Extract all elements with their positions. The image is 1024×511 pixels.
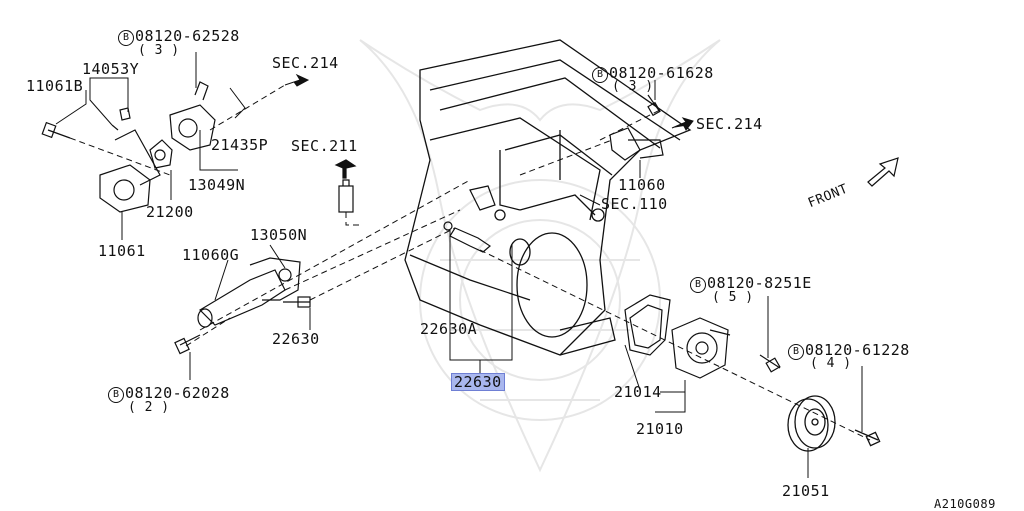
label-11061B: 11061B	[26, 77, 84, 95]
label-21435P: 21435P	[211, 136, 269, 154]
sec214b-arrow	[671, 117, 694, 131]
outlet-11060	[609, 94, 664, 161]
thermostat-housing	[41, 81, 216, 213]
label-11060G: 11060G	[182, 246, 240, 264]
quantity-label: ( 3 )	[138, 43, 180, 58]
part-number: 08120-61228	[805, 341, 910, 359]
water-pump	[624, 294, 781, 379]
part-number: 08120-8251E	[707, 274, 812, 292]
label-14053Y: 14053Y	[82, 60, 140, 78]
bolt-symbol-icon: B	[118, 30, 134, 46]
diagram-code: A210G089	[934, 497, 996, 511]
front-arrow	[867, 157, 899, 187]
label-22630-highlighted[interactable]: 22630	[451, 373, 505, 391]
label-11061: 11061	[98, 242, 146, 260]
label-sec110: SEC.110	[601, 195, 668, 213]
bolt-symbol-icon: B	[690, 277, 706, 293]
bolt-symbol-icon: B	[788, 344, 804, 360]
label-sec214-top: SEC.214	[272, 54, 339, 72]
quantity-label: ( 5 )	[712, 290, 754, 305]
quantity-label: ( 4 )	[810, 356, 852, 371]
label-22630A: 22630A	[420, 320, 478, 338]
sec214a-arrow	[284, 73, 310, 87]
label-21051: 21051	[782, 482, 830, 500]
label-sec211: SEC.211	[291, 137, 358, 155]
label-13049N: 13049N	[188, 176, 246, 194]
leader-lines	[55, 52, 863, 478]
quantity-label: ( 2 )	[128, 400, 170, 415]
assembly-lines	[69, 84, 871, 441]
part-number: 08120-61628	[609, 64, 714, 82]
label-22630-left: 22630	[272, 330, 320, 348]
label-21010: 21010	[636, 420, 684, 438]
label-sec214-right: SEC.214	[696, 115, 763, 133]
quantity-label: ( 3 )	[612, 79, 654, 94]
label-11060: 11060	[618, 176, 666, 194]
pulley	[787, 395, 881, 452]
part-number: 08120-62028	[125, 384, 230, 402]
label-21014: 21014	[614, 383, 662, 401]
bolt-symbol-icon: B	[592, 67, 608, 83]
label-21200: 21200	[146, 203, 194, 221]
watermark-emblem	[359, 39, 721, 473]
sec211-part	[334, 159, 357, 213]
bolt-symbol-icon: B	[108, 387, 124, 403]
part-number: 08120-62528	[135, 27, 240, 45]
engine-block	[404, 39, 692, 356]
label-13050N: 13050N	[250, 226, 308, 244]
